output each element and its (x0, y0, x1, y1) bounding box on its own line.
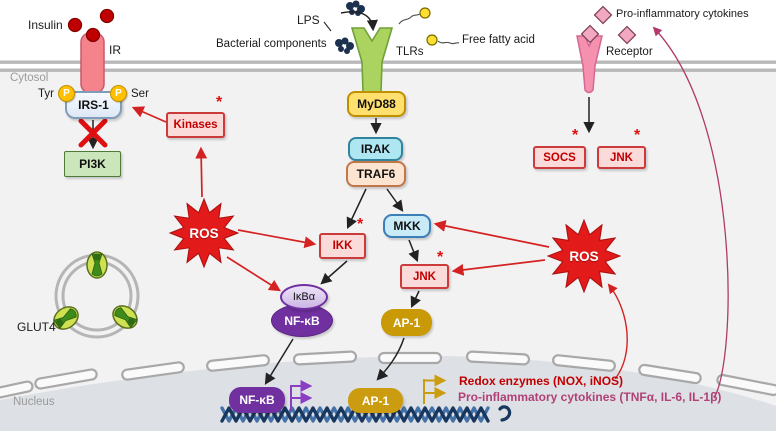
tlrs-label: TLRs (396, 46, 424, 58)
socs-asterisk: * (572, 127, 579, 144)
ap1-nuclear-node: AP-1 (348, 388, 403, 413)
ir-label: IR (109, 43, 121, 57)
irak-node: IRAK (348, 137, 403, 161)
inhibition-x-icon (78, 118, 108, 148)
ikba-node: IκBα (280, 284, 328, 310)
jnk-top-asterisk: * (634, 127, 641, 144)
socs-node: SOCS (533, 146, 586, 169)
pi3k-node: PI3K (64, 151, 121, 177)
cytokines-top-label: Pro-inflammatory cytokines (616, 8, 749, 20)
cytokine-diamond-icons (580, 5, 637, 45)
plasma-membrane (0, 60, 776, 72)
insulin-label: Insulin (28, 18, 63, 32)
myd88-node: MyD88 (347, 91, 406, 117)
kinases-node: Kinases (166, 112, 225, 138)
insulin-ligands (67, 8, 115, 43)
glut4-label: GLUT4 (17, 320, 56, 334)
ap1-node: AP-1 (381, 309, 432, 336)
jnk-node: JNK (400, 264, 449, 289)
cytokine-feedback-arrow (652, 26, 729, 399)
ros-left-label: ROS (189, 226, 219, 241)
ikk-node: IKK (319, 233, 366, 259)
nfkb-nuclear-node: NF-κB (229, 387, 285, 413)
free-fatty-acid-label: Free fatty acid (462, 34, 535, 46)
cytosol-label: Cytosol (10, 72, 49, 84)
free-fatty-acid-icon (398, 7, 460, 46)
ikk-asterisk: * (357, 216, 364, 233)
bacterial-components-label: Bacterial components (216, 38, 327, 50)
kinases-asterisk: * (216, 94, 223, 111)
ros-left-star (168, 197, 240, 269)
signal-arrows (87, 11, 595, 385)
nfkb-transcription-arrows (290, 380, 313, 411)
jnk-top-node: JNK (597, 146, 646, 169)
ros-right-label: ROS (569, 249, 599, 264)
ros-right-star (546, 218, 622, 294)
ros-arrows (131, 106, 628, 380)
mkk-node: MKK (383, 214, 431, 238)
tyr-label: Tyr (38, 88, 54, 100)
nuclear-envelope (0, 350, 776, 404)
jnk-asterisk: * (437, 249, 444, 266)
lps-label: LPS (297, 13, 320, 27)
ap1-transcription-arrows (423, 374, 447, 404)
cytokine-output-label: Pro-inflammatory cytokines (TNFα, IL-6, … (458, 390, 722, 404)
receptor-label: Receptor (606, 46, 653, 58)
redox-output-label: Redox enzymes (NOX, iNOS) (459, 374, 624, 388)
glut4-transporters (53, 251, 138, 330)
nucleus-label: Nucleus (13, 396, 55, 408)
lps-tick (323, 21, 332, 32)
traf6-node: TRAF6 (346, 161, 406, 187)
phospho-tyr-badge: P (58, 85, 75, 102)
phospho-ser-badge: P (110, 85, 127, 102)
ser-label: Ser (131, 88, 149, 100)
